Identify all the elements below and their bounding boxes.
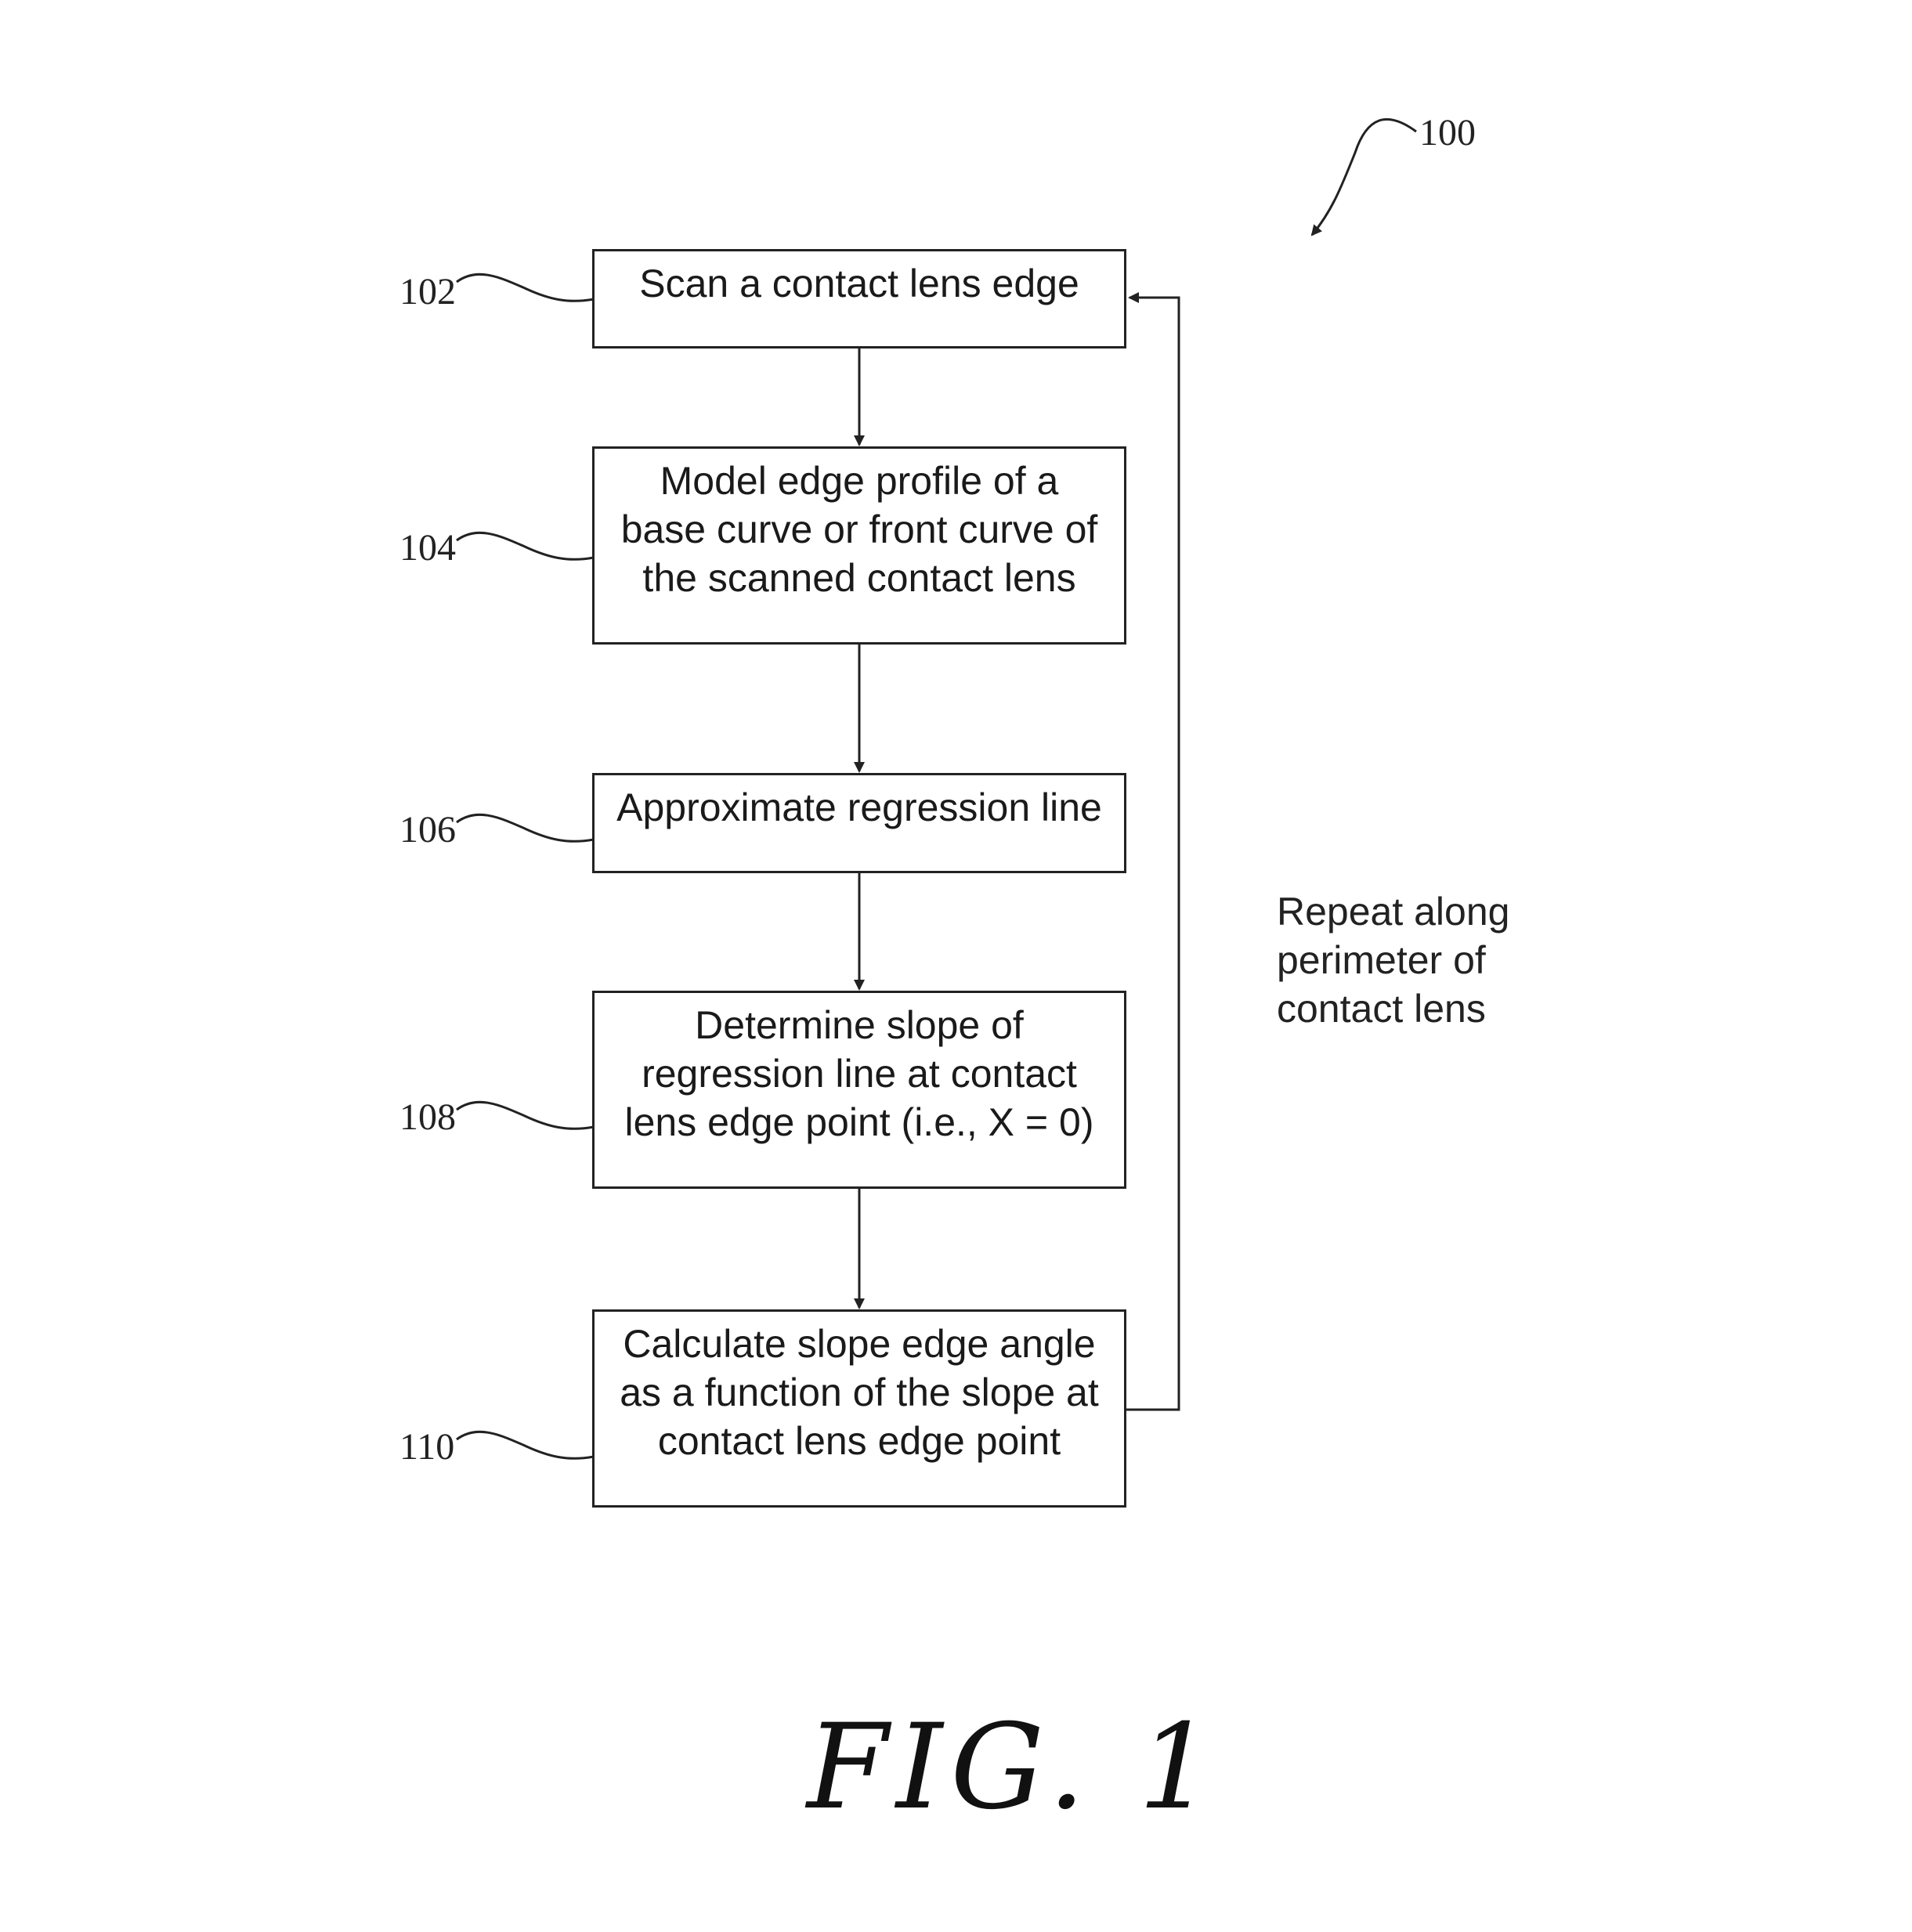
figure-reference-number: 100 [1419,112,1476,153]
step-box-scan: Scan a contact lens edge [592,249,1126,348]
leader-line-108 [456,1100,595,1130]
step-ref-110: 110 [399,1426,455,1468]
step-box-calculate-angle: Calculate slope edge angle as a function… [592,1309,1126,1508]
step-ref-106: 106 [399,809,456,850]
leader-line-102 [456,273,595,302]
step-ref-108: 108 [399,1096,456,1138]
step-ref-102: 102 [399,271,456,312]
figure-caption: FIG. 1 [807,1699,1221,1836]
step-box-model-edge-profile: Model edge profile of a base curve or fr… [592,446,1126,645]
step-ref-104: 104 [399,527,456,569]
step-box-regression-line: Approximate regression line [592,773,1126,873]
leader-line-104 [456,531,595,561]
leader-line-106 [456,813,595,843]
loop-note: Repeat along perimeter of contact lens [1277,890,1510,1031]
loop-arrow-110-to-102 [1126,292,1180,1411]
step-box-determine-slope: Determine slope of regression line at co… [592,991,1126,1189]
leader-line-110 [456,1430,595,1460]
leader-line-100 [1310,118,1417,237]
